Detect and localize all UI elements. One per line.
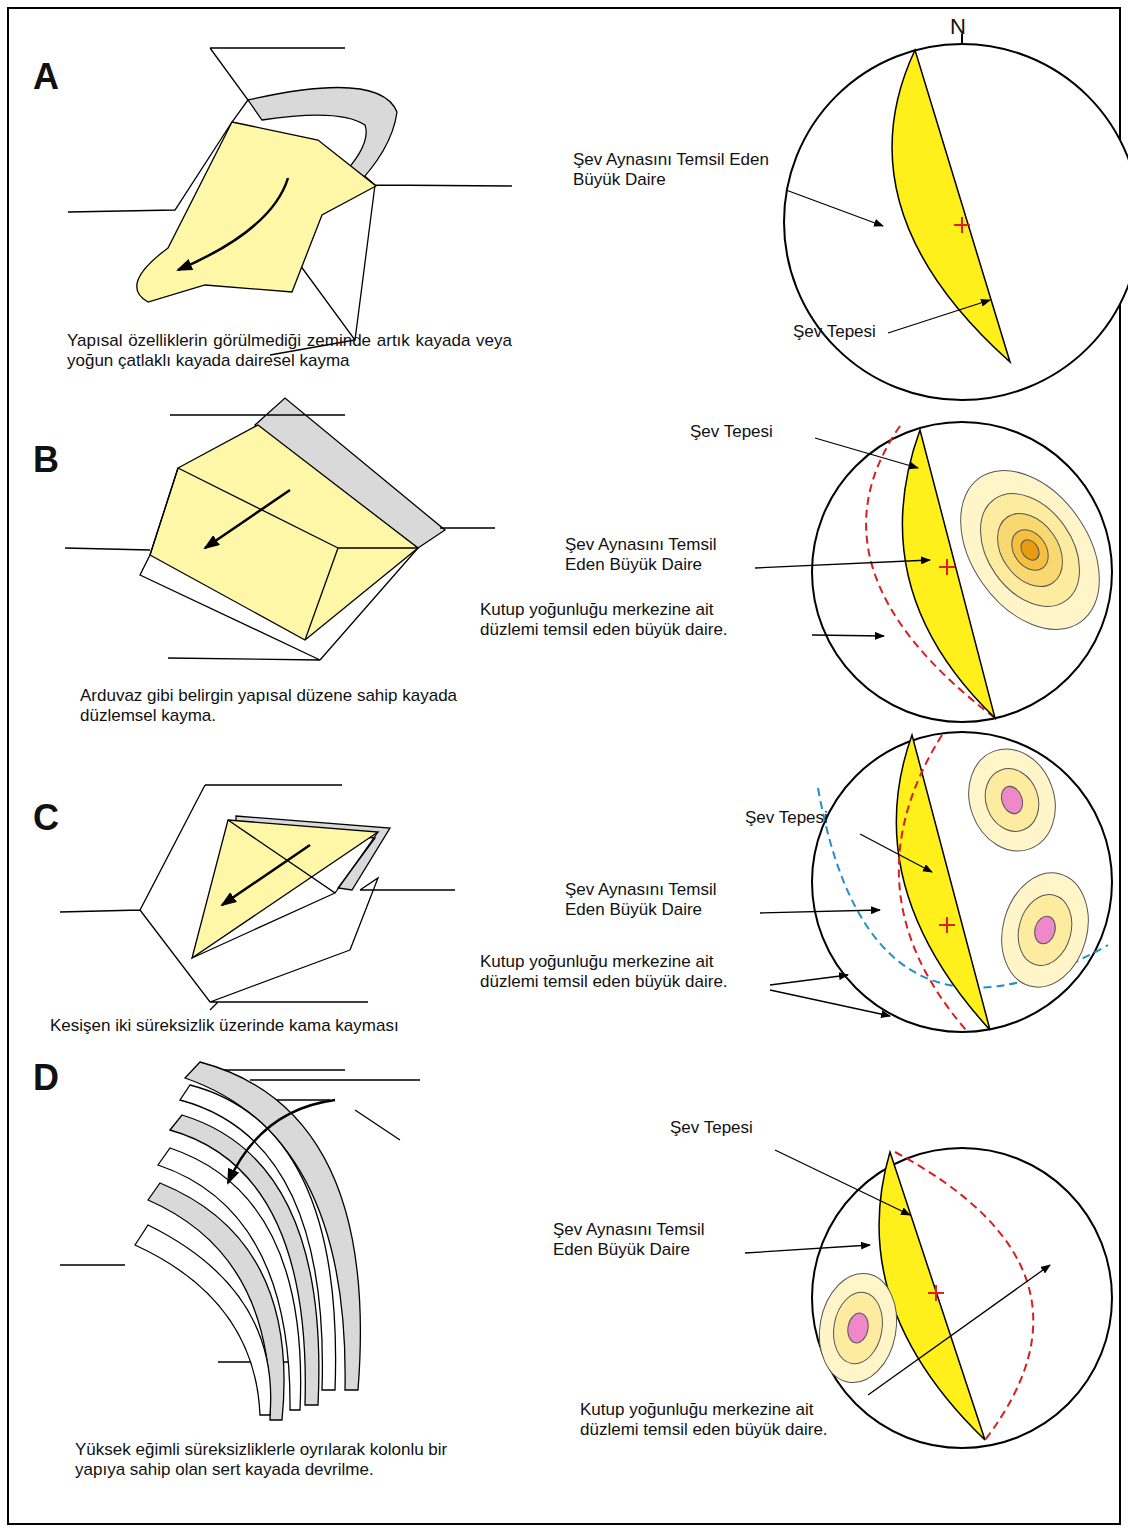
callout-label: Şev Aynasını Temsil Eden Büyük Daire bbox=[553, 1220, 743, 1261]
callout-label: Kutup yoğunluğu merkezine ait düzlemi te… bbox=[480, 952, 770, 993]
caption: Yapısal özelliklerin görülmediği zeminde… bbox=[67, 331, 512, 372]
callout-label: Şev Aynasını Temsil Eden Büyük Daire bbox=[573, 150, 783, 191]
caption: Kesişen iki süreksizlik üzerinde kama ka… bbox=[50, 1016, 490, 1036]
north-mark: N bbox=[950, 14, 980, 40]
callout-label: Şev Tepesi bbox=[793, 322, 913, 342]
callout-label: Şev Tepesi bbox=[745, 808, 865, 828]
callout-label: Şev Tepesi bbox=[670, 1118, 790, 1138]
caption: Arduvaz gibi belirgin yapısal düzene sah… bbox=[80, 686, 520, 727]
callout-label: Şev Aynasını Temsil Eden Büyük Daire bbox=[565, 535, 755, 576]
panel-letter: A bbox=[33, 55, 93, 98]
callout-label: Şev Tepesi bbox=[690, 422, 810, 442]
panel-letter: C bbox=[33, 796, 93, 839]
callout-label: Kutup yoğunluğu merkezine ait düzlemi te… bbox=[480, 600, 770, 641]
panel-letter: D bbox=[33, 1056, 93, 1099]
caption: Yüksek eğimli süreksizliklerle oyrılarak… bbox=[75, 1440, 495, 1481]
callout-label: Şev Aynasını Temsil Eden Büyük Daire bbox=[565, 880, 755, 921]
callout-label: Kutup yoğunluğu merkezine ait düzlemi te… bbox=[580, 1400, 870, 1441]
panel-letter: B bbox=[33, 438, 93, 481]
